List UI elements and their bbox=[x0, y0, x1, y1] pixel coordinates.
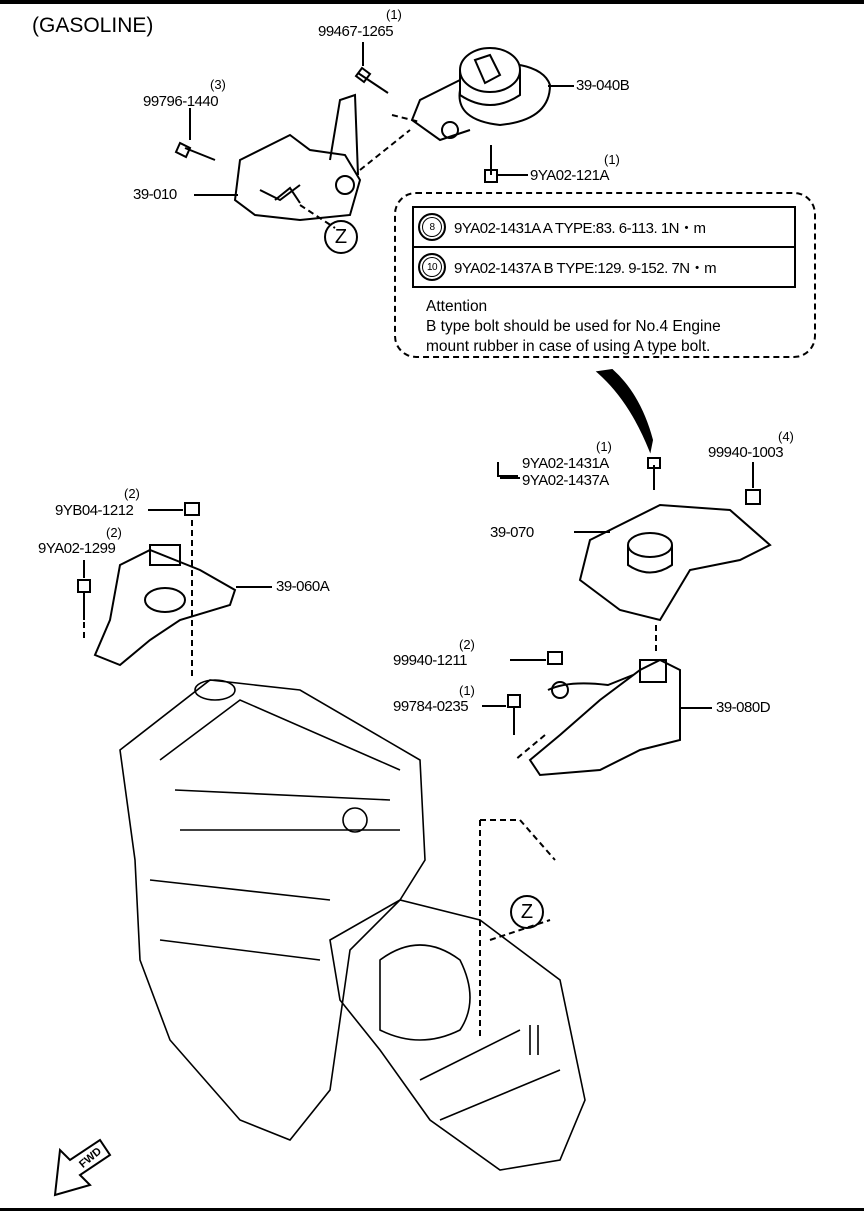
fastener-label-9ya02-121a[interactable]: 9YA02-121A bbox=[530, 167, 609, 184]
fastener-label-99467-1265[interactable]: 99467-1265 bbox=[318, 23, 394, 40]
transmission-assembly bbox=[329, 899, 586, 1171]
fwd-arrow-icon bbox=[53, 1138, 112, 1197]
engine-assembly bbox=[119, 679, 426, 1141]
view-marker-z: Z bbox=[324, 220, 358, 254]
qty-1431a: (1) bbox=[596, 439, 612, 454]
fastener-label-9ya02-1431a[interactable]: 9YA02-1431A bbox=[522, 455, 609, 472]
part-label-39-040b[interactable]: 39-040B bbox=[576, 77, 630, 94]
attention-note: Attention B type bolt should be used for… bbox=[426, 297, 721, 357]
bottom-rule bbox=[0, 1208, 864, 1211]
bolt-99467-1265 bbox=[354, 42, 389, 94]
socket-size-icon: 8 bbox=[418, 213, 446, 241]
bolt-99784-0235 bbox=[482, 694, 521, 735]
part-label-39-060a[interactable]: 39-060A bbox=[276, 578, 330, 595]
bolt-99796-1440 bbox=[174, 108, 216, 161]
nut-99940-1003 bbox=[745, 462, 761, 505]
qty-0235: (1) bbox=[459, 683, 475, 698]
attention-line: mount rubber in case of using A type bol… bbox=[426, 338, 711, 355]
fastener-label-99940-1211[interactable]: 99940-1211 bbox=[393, 652, 467, 669]
part-label-39-070[interactable]: 39-070 bbox=[490, 524, 534, 541]
qty-99467: (1) bbox=[386, 7, 402, 22]
view-marker-z-2: Z bbox=[510, 895, 544, 929]
top-rule bbox=[0, 0, 864, 4]
bracket-39-010 bbox=[233, 93, 362, 222]
attention-line: B type bolt should be used for No.4 Engi… bbox=[426, 318, 721, 335]
fastener-label-99796-1440[interactable]: 99796-1440 bbox=[143, 93, 219, 110]
pointer-arrow bbox=[595, 368, 654, 454]
torque-table: 8 9YA02-1431A A TYPE:83. 6-113. 1N・m 10 … bbox=[412, 206, 796, 288]
bolt-9ya02-121a bbox=[484, 145, 528, 183]
attention-title: Attention bbox=[426, 298, 488, 315]
qty-121a: (1) bbox=[604, 152, 620, 167]
bolt-9ya02-1299 bbox=[77, 560, 91, 620]
nut-99940-1211 bbox=[510, 651, 563, 665]
qty-99796: (3) bbox=[210, 77, 226, 92]
part-label-39-080d[interactable]: 39-080D bbox=[716, 699, 771, 716]
engine-mount-39-070 bbox=[578, 457, 772, 622]
fastener-label-99784-0235[interactable]: 99784-0235 bbox=[393, 698, 469, 715]
engine-mount-39-040b bbox=[410, 47, 552, 142]
torque-spec: 9YA02-1431A A TYPE:83. 6-113. 1N・m bbox=[454, 219, 706, 237]
fastener-label-9yb04-1212[interactable]: 9YB04-1212 bbox=[55, 502, 134, 519]
socket-size-icon: 10 bbox=[418, 253, 446, 281]
fastener-label-9ya02-1299[interactable]: 9YA02-1299 bbox=[38, 540, 116, 557]
part-label-39-010[interactable]: 39-010 bbox=[133, 186, 177, 203]
torque-spec: 9YA02-1437A B TYPE:129. 9-152. 7N・m bbox=[454, 259, 717, 277]
diagram-title: (GASOLINE) bbox=[32, 14, 154, 37]
torque-note-box bbox=[394, 192, 816, 358]
nut-9yb04-1212 bbox=[148, 502, 200, 516]
fastener-label-99940-1003[interactable]: 99940-1003 bbox=[708, 444, 784, 461]
fastener-label-9ya02-1437a[interactable]: 9YA02-1437A bbox=[522, 472, 609, 489]
torque-row: 8 9YA02-1431A A TYPE:83. 6-113. 1N・m bbox=[414, 208, 794, 246]
torque-row: 10 9YA02-1437A B TYPE:129. 9-152. 7N・m bbox=[414, 246, 794, 286]
qty-1211: (2) bbox=[459, 637, 475, 652]
bracket-39-080d bbox=[528, 658, 681, 777]
qty-1003: (4) bbox=[778, 429, 794, 444]
qty-1299: (2) bbox=[106, 525, 122, 540]
engine-mount-39-060a bbox=[93, 544, 237, 667]
qty-1212: (2) bbox=[124, 486, 140, 501]
